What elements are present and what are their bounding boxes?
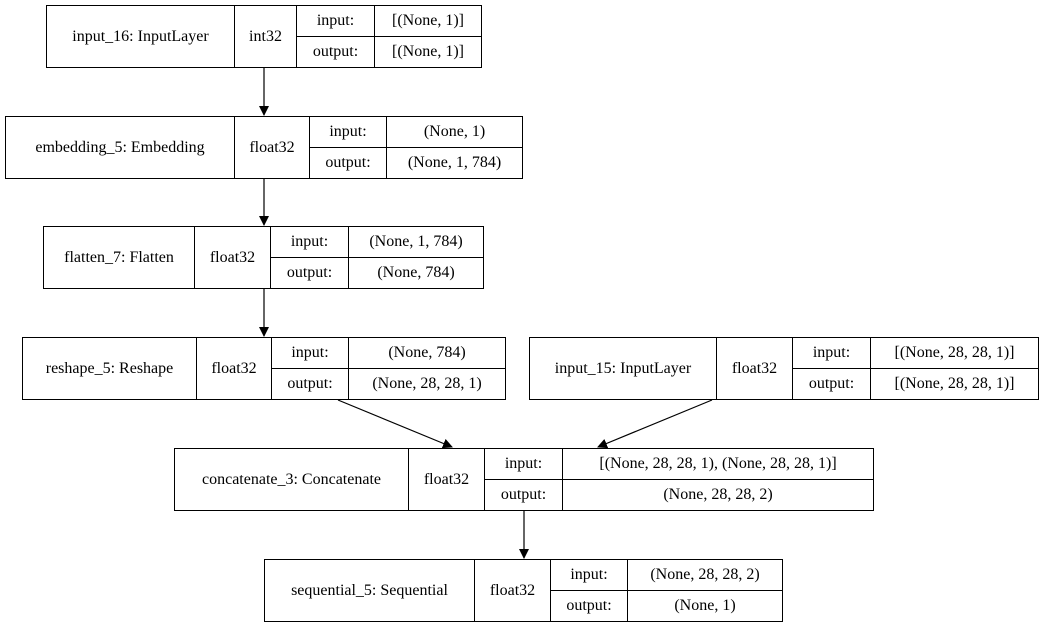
node-flatten-7: flatten_7: Flatten float32 input: output… bbox=[43, 226, 484, 289]
node-label: reshape_5: Reshape bbox=[23, 338, 197, 399]
node-reshape-5: reshape_5: Reshape float32 input: output… bbox=[22, 337, 506, 400]
node-concatenate-3: concatenate_3: Concatenate float32 input… bbox=[174, 448, 874, 511]
input-label: input: bbox=[271, 227, 348, 258]
node-label: concatenate_3: Concatenate bbox=[175, 449, 409, 510]
node-label: input_15: InputLayer bbox=[530, 338, 717, 399]
edge-reshape5-concatenate3 bbox=[337, 399, 453, 449]
output-shape: [(None, 28, 28, 1)] bbox=[894, 375, 1015, 392]
output-shape: [(None, 1)] bbox=[392, 43, 464, 60]
node-label: embedding_5: Embedding bbox=[6, 117, 235, 178]
input-label: input: bbox=[485, 449, 562, 480]
node-input-15: input_15: InputLayer float32 input: outp… bbox=[529, 337, 1039, 400]
input-label: input: bbox=[310, 117, 386, 148]
input-label: input: bbox=[272, 338, 348, 369]
input-label: input: bbox=[297, 6, 374, 37]
output-label: output: bbox=[312, 43, 359, 60]
input-shape: [(None, 28, 28, 1)] bbox=[871, 338, 1038, 369]
node-embedding-5: embedding_5: Embedding float32 input: ou… bbox=[5, 116, 523, 179]
input-shape: (None, 784) bbox=[349, 338, 505, 369]
node-sequential-5: sequential_5: Sequential float32 input: … bbox=[264, 559, 783, 622]
input-shape: [(None, 28, 28, 1), (None, 28, 28, 1)] bbox=[563, 449, 873, 480]
node-dtype: float32 bbox=[197, 338, 272, 399]
output-shape: (None, 28, 28, 2) bbox=[663, 486, 773, 503]
output-label: output: bbox=[500, 486, 547, 503]
output-label: output: bbox=[566, 597, 612, 614]
node-input-16: input_16: InputLayer int32 input: output… bbox=[46, 5, 482, 68]
output-label: output: bbox=[287, 375, 333, 392]
output-label: output: bbox=[808, 375, 855, 392]
node-label: flatten_7: Flatten bbox=[44, 227, 195, 288]
input-label: input: bbox=[793, 338, 870, 369]
output-shape: (None, 28, 28, 1) bbox=[372, 375, 482, 392]
input-shape: (None, 1) bbox=[387, 117, 522, 148]
node-label: sequential_5: Sequential bbox=[265, 560, 475, 621]
output-shape: (None, 1, 784) bbox=[407, 154, 502, 171]
input-shape: (None, 1, 784) bbox=[349, 227, 483, 258]
output-shape: (None, 784) bbox=[377, 264, 455, 281]
input-shape: [(None, 1)] bbox=[375, 6, 481, 37]
edge-input15-concatenate3 bbox=[597, 399, 713, 449]
node-dtype: float32 bbox=[409, 449, 485, 510]
output-label: output: bbox=[325, 154, 371, 171]
node-dtype: float32 bbox=[235, 117, 310, 178]
node-dtype: float32 bbox=[475, 560, 551, 621]
output-label: output: bbox=[286, 264, 333, 281]
output-shape: (None, 1) bbox=[674, 597, 736, 614]
node-dtype: int32 bbox=[235, 6, 297, 67]
node-label: input_16: InputLayer bbox=[47, 6, 235, 67]
input-label: input: bbox=[551, 560, 627, 591]
node-dtype: float32 bbox=[195, 227, 271, 288]
input-shape: (None, 28, 28, 2) bbox=[628, 560, 782, 591]
node-dtype: float32 bbox=[717, 338, 793, 399]
